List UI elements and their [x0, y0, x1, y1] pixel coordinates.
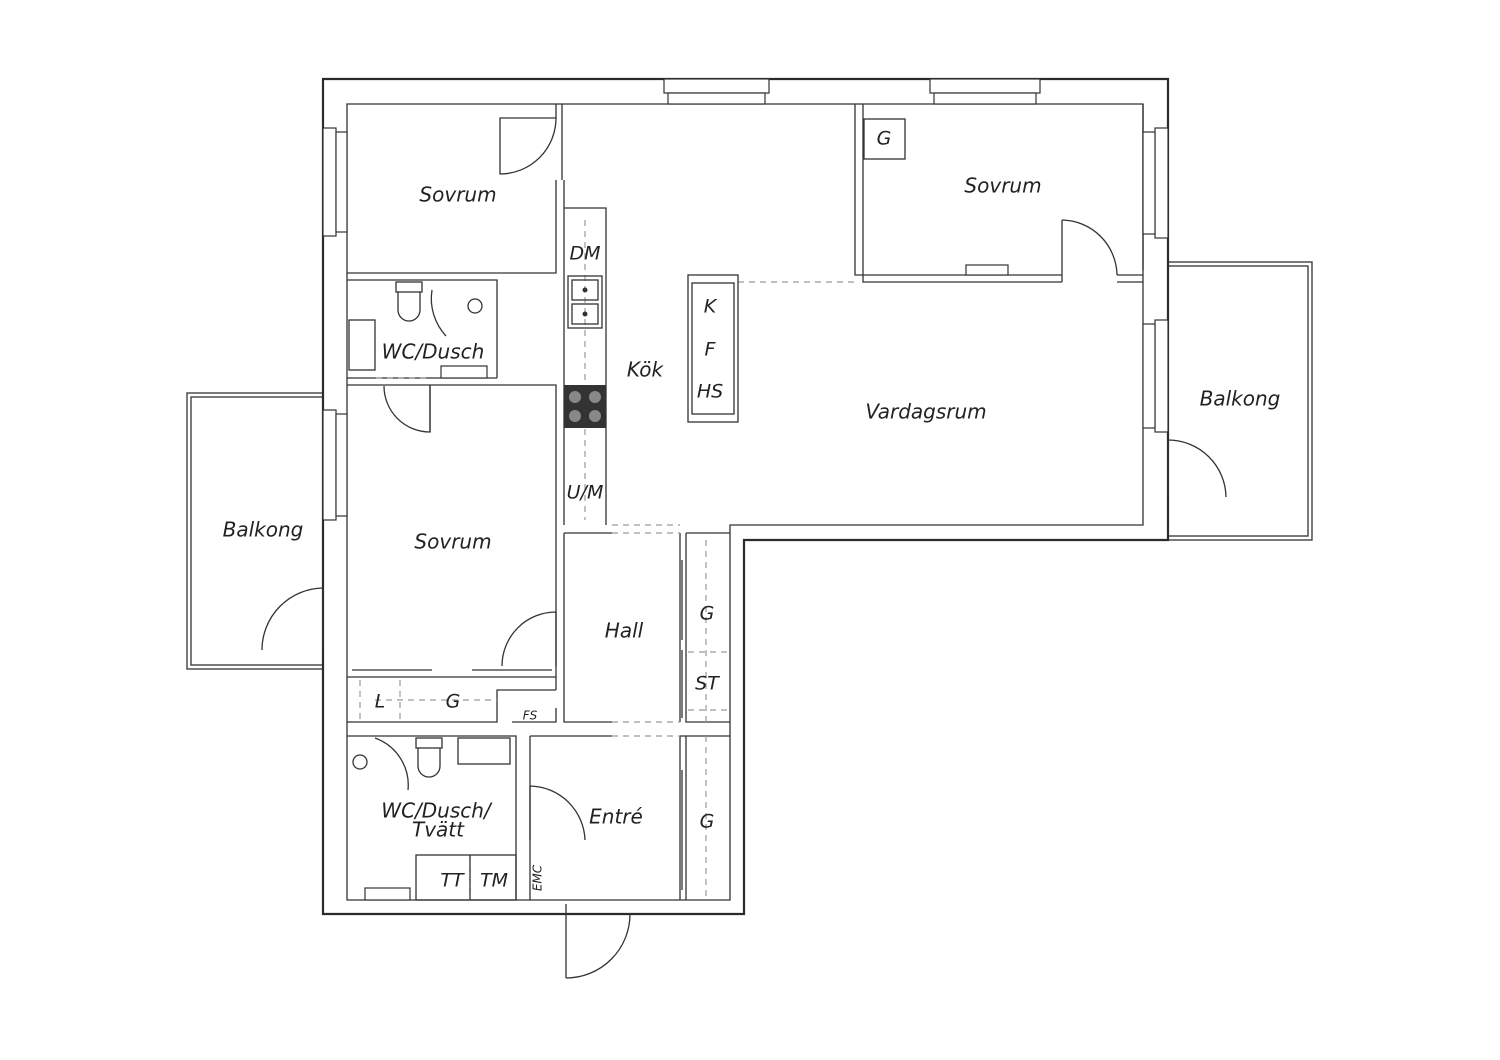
- cooktop: [564, 385, 606, 428]
- room-label-wc-dusch-tvatt-2: Tvätt: [412, 818, 465, 842]
- label-emc: EMC: [531, 864, 545, 891]
- doors: [261, 117, 1227, 979]
- room-label-sovrum-ne: Sovrum: [964, 174, 1041, 198]
- windows: [322, 78, 1169, 901]
- label-st: ST: [695, 673, 720, 695]
- label-g-closet: G: [446, 691, 461, 713]
- label-g-hall: G: [700, 603, 715, 625]
- kitchen-island: [687, 274, 739, 423]
- label-dm: DM: [569, 243, 600, 265]
- room-label-wc-dusch-tvatt: WC/Dusch/: [381, 799, 493, 823]
- label-tm: TM: [480, 870, 508, 892]
- label-l: L: [375, 691, 386, 713]
- room-label-balkong-west: Balkong: [223, 518, 304, 542]
- label-k: K: [704, 296, 718, 318]
- outer-wall: [321, 77, 1170, 916]
- label-f: F: [705, 339, 717, 361]
- label-g-ne: G: [877, 128, 892, 150]
- wc-fixtures-top: [348, 281, 483, 371]
- dashed-lines: [359, 220, 855, 900]
- partitions: [347, 104, 1144, 900]
- room-label-balkong-east: Balkong: [1200, 387, 1281, 411]
- label-um: U/M: [567, 482, 604, 504]
- label-hs: HS: [697, 381, 723, 403]
- wc-fixtures-bottom: [352, 737, 517, 901]
- label-fs: FS: [523, 709, 538, 723]
- kitchen-sink: [567, 275, 603, 329]
- label-g-entre: G: [700, 811, 715, 833]
- label-tt: TT: [440, 870, 465, 892]
- room-label-kok: Kök: [627, 358, 665, 382]
- room-label-entre: Entré: [589, 805, 643, 829]
- room-label-wc-dusch: WC/Dusch: [382, 340, 485, 364]
- room-label-hall: Hall: [605, 619, 644, 643]
- room-label-sovrum-w: Sovrum: [414, 530, 491, 554]
- wardrobe-doors: [352, 560, 683, 890]
- fridge-box: [863, 118, 906, 160]
- room-label-sovrum-nw: Sovrum: [419, 183, 496, 207]
- room-label-vardagsrum: Vardagsrum: [865, 400, 986, 424]
